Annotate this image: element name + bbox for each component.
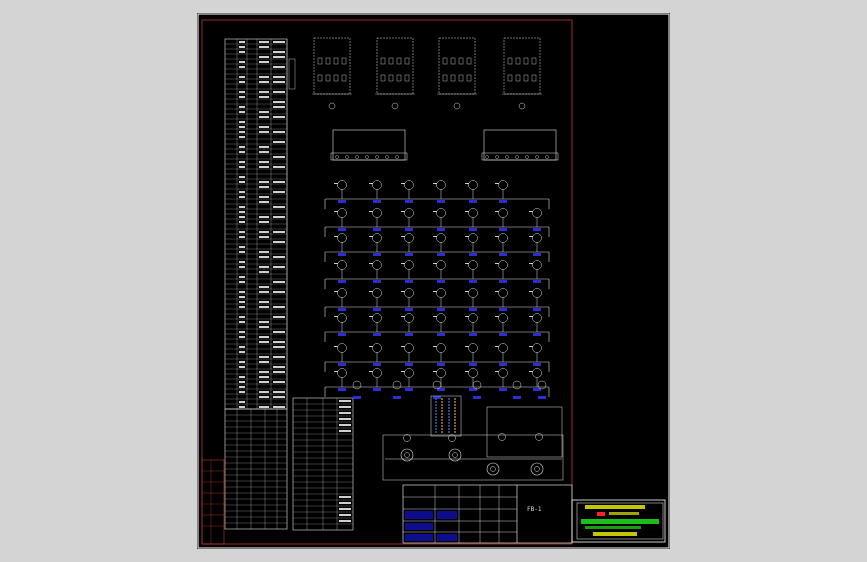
title-block: FB-1: [402, 484, 573, 544]
schematic-drawing: FB-1: [197, 13, 670, 549]
revision-strip: [201, 459, 225, 545]
stamp-text-rows: [581, 505, 659, 536]
outer-frame: [197, 13, 670, 549]
title-stamp-inner: [576, 502, 664, 540]
motor-symbols: [385, 433, 562, 476]
protection-module-right: [481, 129, 559, 161]
terminal-table-main: [224, 38, 296, 410]
contact-matrix: [324, 180, 550, 399]
drawing-border: [201, 19, 573, 545]
transformer-area: [382, 395, 564, 481]
relay-row: [312, 37, 549, 159]
terminal-table-lower: [224, 397, 354, 531]
drawing-sheet: FB-1: [197, 13, 670, 549]
sheet-code: FB-1: [527, 506, 542, 513]
protection-module-left: [330, 129, 408, 161]
